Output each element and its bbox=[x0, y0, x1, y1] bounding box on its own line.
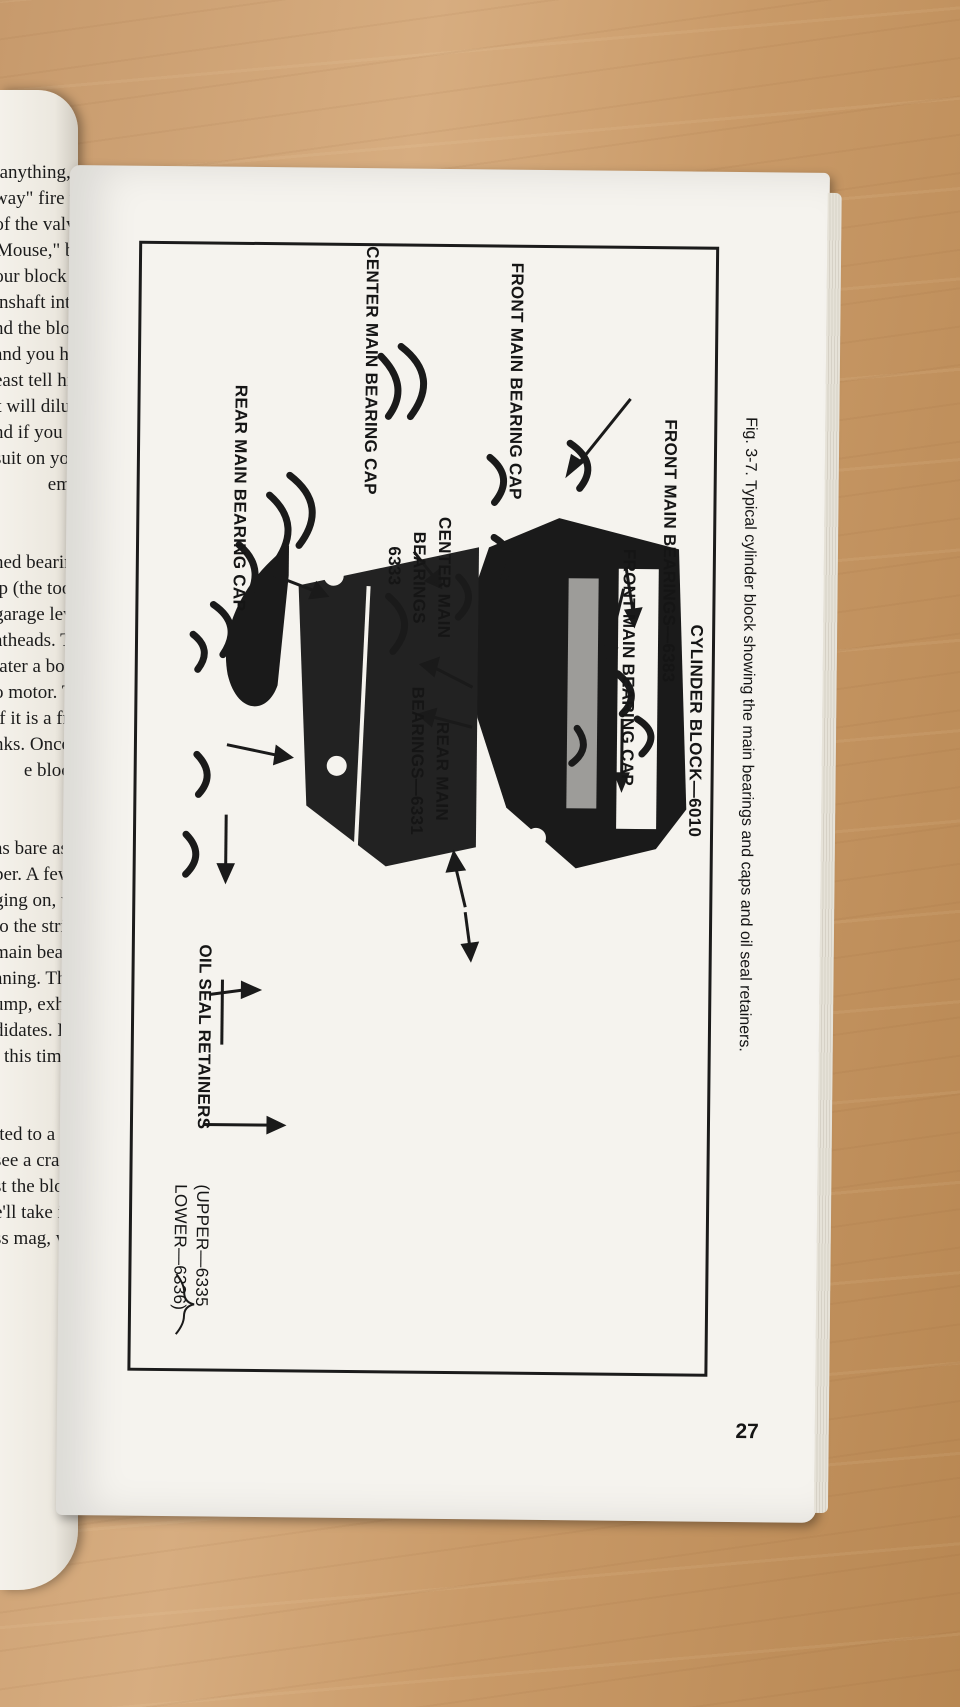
label-lower-part-number: LOWER—6336) bbox=[170, 1184, 191, 1311]
book-page: FRONT MAIN BEARING CAP CYLINDER BLOCK—60… bbox=[55, 165, 842, 1523]
text-line: way" fire up bbox=[0, 188, 78, 209]
rotated-figure: FRONT MAIN BEARING CAP CYLINDER BLOCK—60… bbox=[130, 244, 722, 1380]
label-center-main-bearings-line1: CENTER MAIN bbox=[434, 516, 455, 639]
facing-page-text: anything, a way" fire up of the valve Mo… bbox=[0, 160, 78, 1252]
text-line: nshaft intal bbox=[0, 292, 78, 313]
text-line: nd the block bbox=[0, 318, 78, 339]
text-line: atheads. The bbox=[0, 630, 78, 651]
label-rear-main-bearing-cap: REAR MAIN BEARING CAP bbox=[229, 384, 251, 612]
figure-frame: FRONT MAIN BEARING CAP CYLINDER BLOCK—60… bbox=[127, 240, 722, 1380]
text-line: ited to a visu bbox=[0, 1124, 78, 1145]
label-center-main-bearing-cap: CENTER MAIN BEARING CAP bbox=[360, 246, 383, 495]
label-center-main-bearings-line3: 6333 bbox=[384, 546, 405, 586]
text-line: ging on, which bbox=[0, 890, 78, 911]
label-front-main-bearing-cap-2: FRONT MAIN BEARING CAP bbox=[505, 262, 528, 500]
text-line: ned bearings bbox=[0, 552, 78, 573]
text-line: ump, exhaus bbox=[0, 994, 78, 1015]
text-line: aning. The oi bbox=[0, 968, 78, 989]
caption-column: Fig. 3-7. Typical cylinder block showing… bbox=[725, 247, 767, 1387]
text-line: o motor. The bbox=[0, 682, 78, 703]
text-line: main bearings bbox=[0, 942, 78, 963]
bearing-parts-drawing bbox=[182, 342, 655, 878]
label-front-main-bearing-cap: FRONT MAIN BEARING CAP bbox=[617, 548, 640, 787]
label-oil-seal-retainers: OIL SEAL RETAINERS bbox=[193, 944, 215, 1130]
text-line: p (the tools bbox=[0, 578, 78, 599]
engine-block-illustration bbox=[174, 342, 687, 1335]
text-line: if it is a fres bbox=[0, 708, 78, 729]
label-front-main-bearings: FRONT MAIN BEARINGS—6383 bbox=[658, 419, 681, 683]
brace-mark bbox=[174, 1273, 195, 1335]
text-line: t will dilute bbox=[0, 396, 78, 417]
text-line: Mouse," bu bbox=[0, 240, 78, 261]
text-line: later a bolt-on bbox=[0, 656, 78, 677]
text-line: our block is bbox=[0, 266, 78, 287]
label-upper-part-number: (UPPER—6335 bbox=[192, 1184, 213, 1307]
text-line: nd if you rui bbox=[0, 422, 78, 443]
text-line: anything, a bbox=[0, 162, 78, 183]
text-line: of the valve bbox=[0, 214, 78, 235]
text-line: east tell him bbox=[0, 370, 78, 391]
label-cylinder-block: CYLINDER BLOCK—6010 bbox=[684, 624, 707, 838]
leader-arrows bbox=[202, 397, 643, 1135]
text-line: to the stripper bbox=[0, 916, 78, 937]
label-rear-main-bearings-line1: REAR MAIN bbox=[432, 721, 453, 822]
text-line: garage level bbox=[0, 604, 78, 625]
text-line: suit on your bbox=[0, 448, 78, 469]
text-line: nks. Once th bbox=[0, 734, 78, 755]
page-number: 27 bbox=[735, 1420, 759, 1444]
text-line: see a crack o bbox=[0, 1150, 78, 1171]
text-line: didates. Don bbox=[0, 1020, 78, 1041]
figure-caption: Fig. 3-7. Typical cylinder block showing… bbox=[735, 417, 760, 1052]
text-line: t this time, o bbox=[0, 1046, 78, 1067]
label-rear-main-bearings-line2: BEARINGS—6331 bbox=[407, 686, 428, 836]
text-line: and you have bbox=[0, 344, 78, 365]
text-line: as bare as oil bbox=[0, 838, 78, 859]
label-center-main-bearings-line2: BEARINGS bbox=[409, 531, 430, 624]
text-line: per. A few oil bbox=[0, 864, 78, 885]
